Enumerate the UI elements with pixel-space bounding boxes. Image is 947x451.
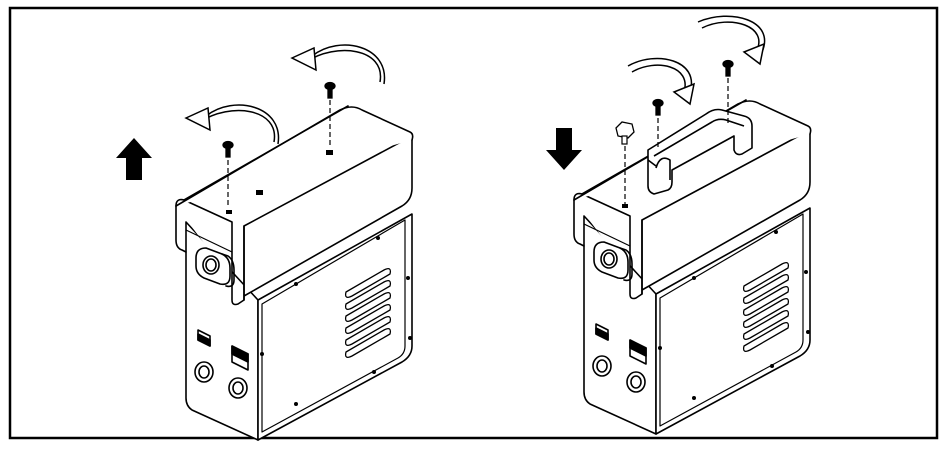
carry-handle xyxy=(647,108,753,195)
bolt-icon xyxy=(615,121,635,208)
down-arrow-icon xyxy=(546,128,582,170)
panel-install-handle xyxy=(546,15,812,435)
screw-hole xyxy=(256,190,263,195)
screw-hole xyxy=(326,150,333,155)
screw-icon xyxy=(222,140,234,208)
rotate-counterclockwise-icon xyxy=(291,44,386,85)
screw-icon xyxy=(652,98,664,150)
up-arrow-icon xyxy=(116,138,152,180)
rotate-clockwise-icon xyxy=(697,15,766,66)
panel-remove-cover xyxy=(116,44,414,441)
screw-hole xyxy=(226,210,232,214)
rotate-counterclockwise-icon xyxy=(185,104,280,145)
machine-housing xyxy=(175,105,414,441)
rotate-clockwise-icon xyxy=(627,57,696,106)
diagram-frame xyxy=(8,6,939,440)
screw-icon xyxy=(324,81,336,148)
